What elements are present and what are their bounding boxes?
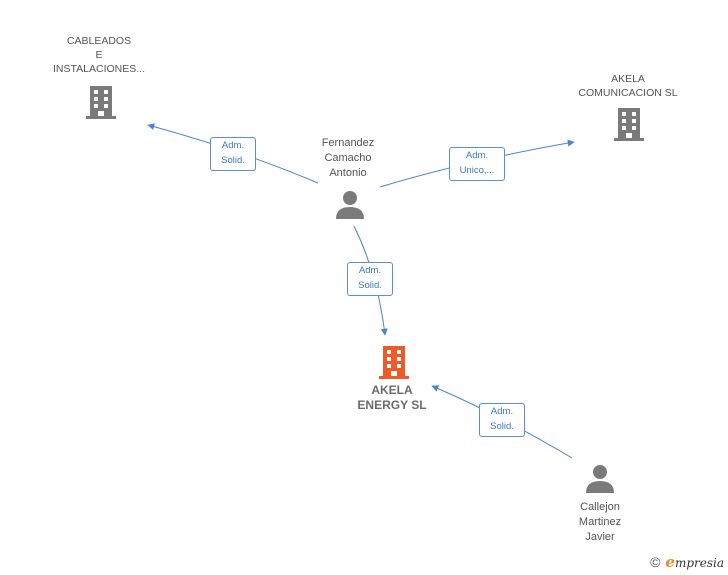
edge-label-fernandez-cableados[interactable]: Adm. Solid. (210, 137, 256, 171)
person-icon[interactable] (585, 463, 615, 493)
edge-label-fernandez-akela-comunicacion[interactable]: Adm. Unico,... (449, 147, 505, 181)
copyright-icon: © (650, 554, 661, 570)
edge-label-fernandez-akela-energy[interactable]: Adm. Solid. (347, 262, 393, 296)
building-icon[interactable] (85, 84, 117, 120)
brand-logo: empresia (665, 553, 724, 571)
building-icon[interactable] (378, 344, 410, 380)
footer-brand: © empresia (650, 553, 724, 571)
company-label-cableados[interactable]: CABLEADOS E INSTALACIONES... (53, 35, 145, 75)
edge-label-callejon-akela-energy[interactable]: Adm. Solid. (479, 403, 525, 437)
person-label-callejon[interactable]: Callejon Martinez Javier (578, 501, 622, 543)
person-icon[interactable] (335, 189, 365, 219)
company-label-akela-comunicacion[interactable]: AKELA COMUNICACION SL (578, 73, 678, 99)
company-label-akela-energy[interactable]: AKELA ENERGY SL (357, 383, 427, 412)
building-icon[interactable] (613, 106, 645, 142)
person-label-fernandez[interactable]: Fernandez Camacho Antonio (321, 137, 375, 179)
